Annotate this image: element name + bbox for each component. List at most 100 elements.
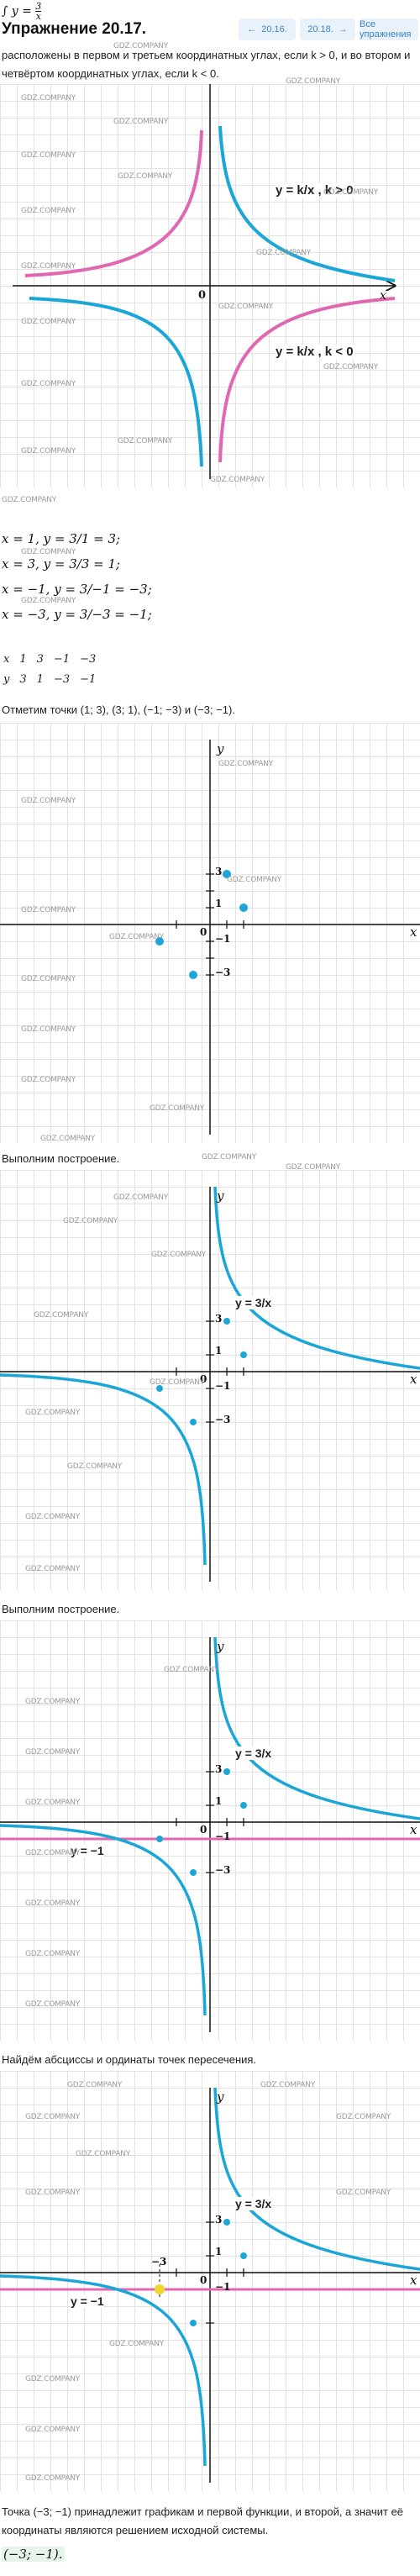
watermark: GDZ.COMPANY [25, 1409, 81, 1417]
label-k-positive: y = k/x , k > 0 [276, 183, 354, 198]
origin-label: 0 [200, 2274, 207, 2286]
tick-label-m3: −3 [215, 1414, 231, 1425]
calc-line-3: x = −1, y = 3/−1 = −3; [2, 582, 152, 597]
watermark: GDZ.COMPANY [25, 1565, 81, 1573]
tick-label-m3: −3 [215, 967, 231, 978]
calc-line-2: x = 3, y = 3/3 = 1; [2, 556, 121, 572]
tick-label-3: 3 [215, 1763, 223, 1775]
intersect-text: Найдём абсциссы и ординаты точек пересеч… [2, 2053, 257, 2066]
curve-kpos-q1 [218, 125, 396, 282]
line-label: y = −1 [71, 1844, 104, 1857]
tick-label-m1: −1 [215, 2281, 231, 2293]
build-text-2: Выполним построение. [2, 1603, 120, 1615]
prev-exercise-button[interactable]: ← 20.16. [239, 18, 296, 40]
x-axis-label: x [410, 1372, 417, 1387]
curve-label: y = 3/x [235, 1296, 272, 1309]
tick-label-m3: −3 [215, 1864, 231, 1876]
watermark: GDZ.COMPANY [25, 2113, 81, 2121]
integral-sign: ∫ [2, 4, 8, 18]
watermark: GDZ.COMPANY [25, 2189, 81, 2197]
watermark: GDZ.COMPANY [164, 1666, 219, 1674]
conclusion-text: Точка (−3; −1) принадлежит графикам и пе… [2, 2505, 404, 2536]
origin-label: 0 [198, 289, 207, 302]
watermark: GDZ.COMPANY [25, 2474, 81, 2483]
watermark: GDZ.COMPANY [21, 797, 76, 805]
graph-intersection: y x y = 3/x y = −1 −3 3 1 −1 0 [0, 2071, 420, 2491]
watermark: GDZ.COMPANY [227, 876, 282, 884]
watermark: GDZ.COMPANY [21, 1076, 76, 1084]
watermark: GDZ.COMPANY [113, 118, 169, 126]
watermark: GDZ.COMPANY [21, 380, 76, 388]
origin-label: 0 [200, 926, 207, 938]
all-exercises-button[interactable]: Все упражнения [360, 18, 418, 40]
watermark: GDZ.COMPANY [151, 1251, 207, 1259]
watermark: GDZ.COMPANY [336, 2189, 391, 2197]
watermark: GDZ.COMPANY [109, 933, 165, 941]
arrow-left-icon: ← [247, 24, 257, 34]
watermark: GDZ.COMPANY [21, 207, 76, 215]
frac-den: x [35, 11, 41, 22]
watermark: GDZ.COMPANY [109, 2340, 165, 2348]
watermark: GDZ.COMPANY [21, 447, 76, 456]
graph1-svg [13, 84, 420, 479]
watermark: GDZ.COMPANY [67, 2081, 123, 2089]
system-line: ∫ y = 3 x [2, 1, 42, 22]
point-m1-m3 [189, 971, 197, 979]
build-text-1: Выполним построение. [2, 1152, 120, 1165]
y-axis-label: y [217, 1639, 224, 1654]
watermark: GDZ.COMPANY [67, 1462, 123, 1471]
tick-label-1: 1 [215, 898, 223, 909]
watermark: GDZ.COMPANY [323, 363, 379, 371]
watermark: GDZ.COMPANY [210, 476, 265, 484]
watermark: GDZ.COMPANY [40, 1135, 96, 1143]
point-3-1 [239, 903, 248, 912]
watermark: GDZ.COMPANY [150, 1378, 205, 1387]
tick-label-3: 3 [215, 1313, 223, 1325]
curve-q1 [213, 1186, 420, 1370]
watermark: GDZ.COMPANY [25, 1950, 81, 1958]
watermark: GDZ.COMPANY [323, 188, 379, 197]
graph-hyperbola-and-line: y x y = 3/x y = −1 3 1 −1 −3 0 [0, 1620, 420, 2041]
watermark: GDZ.COMPANY [286, 1163, 341, 1172]
calc-line-1: x = 1, y = 3/1 = 3; [2, 531, 121, 546]
watermark: GDZ.COMPANY [25, 1849, 81, 1857]
watermark: GDZ.COMPANY [336, 2113, 391, 2121]
watermark: GDZ.COMPANY [21, 318, 76, 326]
watermark: GDZ.COMPANY [118, 172, 173, 181]
frac-num: 3 [35, 1, 42, 12]
watermark: GDZ.COMPANY [76, 2150, 131, 2158]
system-equation: y = [11, 4, 36, 18]
graph-hyperbola: y x y = 3/x 3 1 −1 −3 0 [0, 1170, 420, 1590]
tick-label-1: 1 [215, 1795, 223, 1807]
x-axis-label: x [380, 289, 386, 303]
tick-label-m1: −1 [215, 1831, 231, 1842]
watermark: GDZ.COMPANY [25, 2426, 81, 2434]
next-exercise-button[interactable]: 20.18. → [300, 18, 355, 40]
watermark: GDZ.COMPANY [256, 249, 312, 257]
curve-label: y = 3/x [235, 1746, 272, 1760]
watermark: GDZ.COMPANY [25, 2000, 81, 2009]
watermark: GDZ.COMPANY [260, 2081, 316, 2089]
watermark: GDZ.COMPANY [25, 1799, 81, 1807]
page-title: Упражнение 20.17. [2, 20, 147, 38]
watermark: GDZ.COMPANY [63, 1217, 118, 1225]
x-axis-label: x [410, 2273, 417, 2288]
watermark: GDZ.COMPANY [21, 906, 76, 914]
watermark: GDZ.COMPANY [25, 1899, 81, 1908]
watermark: GDZ.COMPANY [286, 77, 341, 86]
curve-kpos-q3 [29, 297, 203, 467]
watermark: GDZ.COMPANY [25, 1698, 81, 1706]
label-k-negative: y = k/x , k < 0 [276, 345, 354, 359]
points-text: Отметим точки (1; 3), (3; 1), (−1; −3) и… [2, 703, 235, 716]
prev-exercise-label: 20.16. [261, 24, 287, 34]
origin-label: 0 [200, 1373, 207, 1385]
next-exercise-label: 20.18. [307, 24, 333, 34]
point-m3-m1 [155, 937, 164, 946]
y-axis-label: y [217, 741, 224, 756]
watermark: GDZ.COMPANY [21, 94, 76, 103]
arrow-right-icon: → [338, 24, 348, 34]
watermark: GDZ.COMPANY [2, 496, 57, 504]
watermark: GDZ.COMPANY [21, 975, 76, 983]
